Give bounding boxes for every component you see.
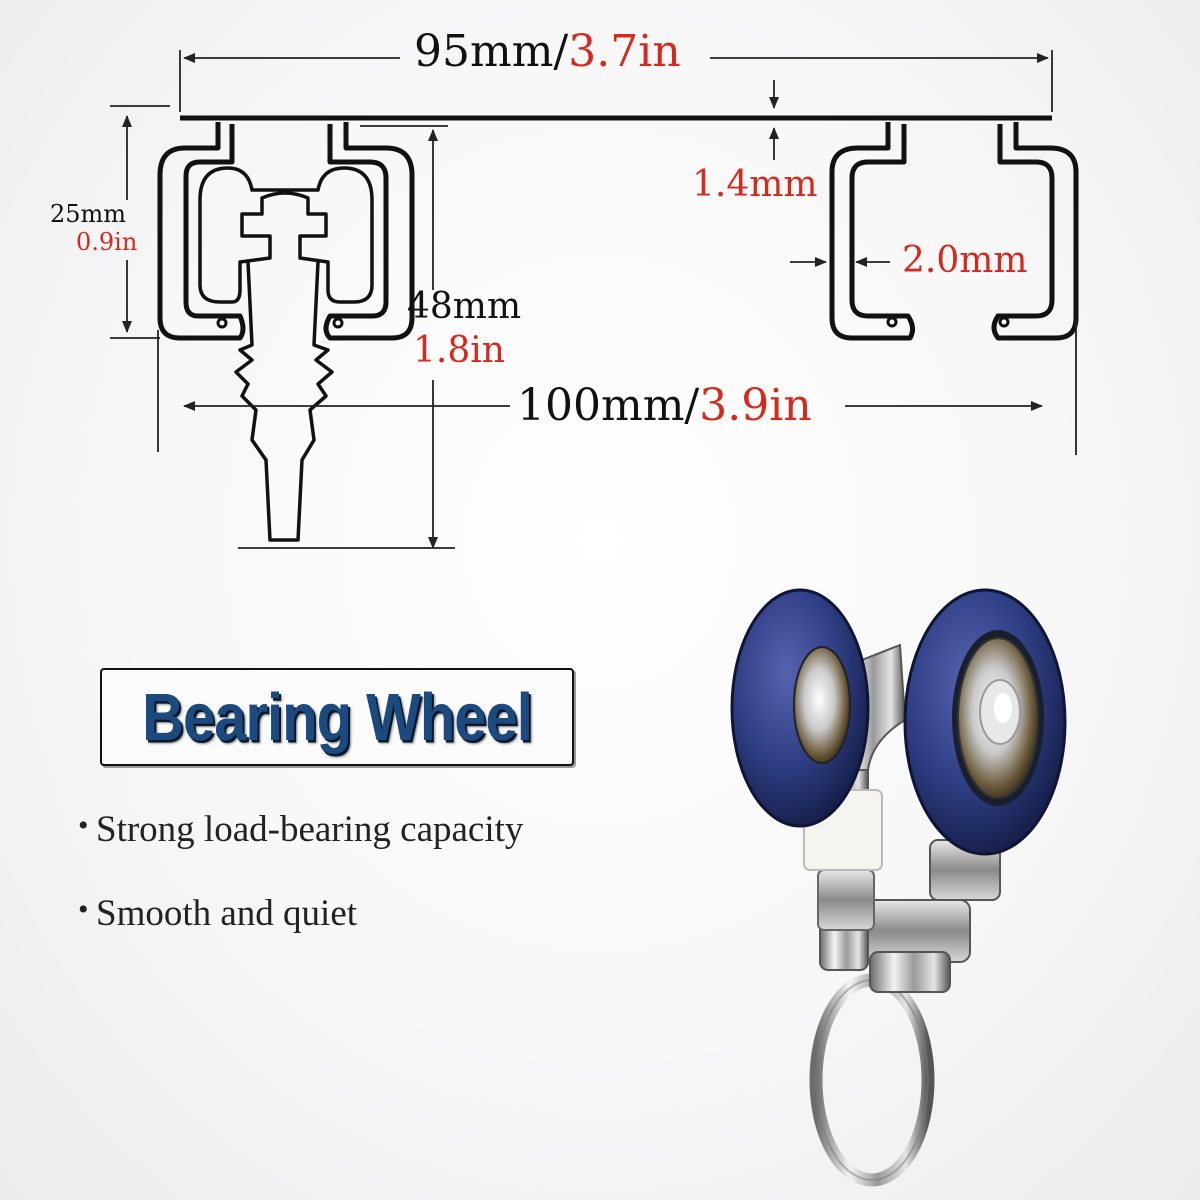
right-channel <box>829 122 1079 341</box>
rail-height-in-label: 0.9in <box>76 228 137 256</box>
rail-height-mm-label: 25mm <box>50 200 126 228</box>
left-channel <box>157 122 415 341</box>
total-height-in-label: 1.8in <box>413 330 505 371</box>
dimension-lines <box>110 50 1077 549</box>
wall-thickness-label: 2.0mm <box>902 240 1028 281</box>
dimension-labels: 95mm/3.7in 100mm/3.9in 25mm 0.9in 48mm 1… <box>50 26 1028 431</box>
front-wheel <box>903 588 1067 856</box>
total-height-mm-label: 48mm <box>407 286 521 327</box>
bearing-wheel-photo <box>730 588 1067 1187</box>
trolley-sketch <box>198 166 374 304</box>
back-wheel <box>730 588 870 828</box>
bearing-wheel-title: Bearing Wheel <box>142 679 533 755</box>
bottom-width-label: 100mm/3.9in <box>517 380 812 431</box>
plate-thickness-label: 1.4mm <box>692 164 818 205</box>
rail-profile <box>157 115 1079 542</box>
feature-text: Strong load-bearing capacity <box>96 809 524 850</box>
feature-text: Smooth and quiet <box>96 893 358 934</box>
feature-item-load: •Strong load-bearing capacity <box>78 808 523 851</box>
bullet-icon: • <box>78 809 89 842</box>
bullet-icon: • <box>78 893 89 926</box>
hook-stem <box>234 261 334 542</box>
top-width-label: 95mm/3.7in <box>414 26 681 77</box>
feature-item-quiet: •Smooth and quiet <box>78 892 357 935</box>
bearing-wheel-title-box: Bearing Wheel <box>100 668 574 766</box>
